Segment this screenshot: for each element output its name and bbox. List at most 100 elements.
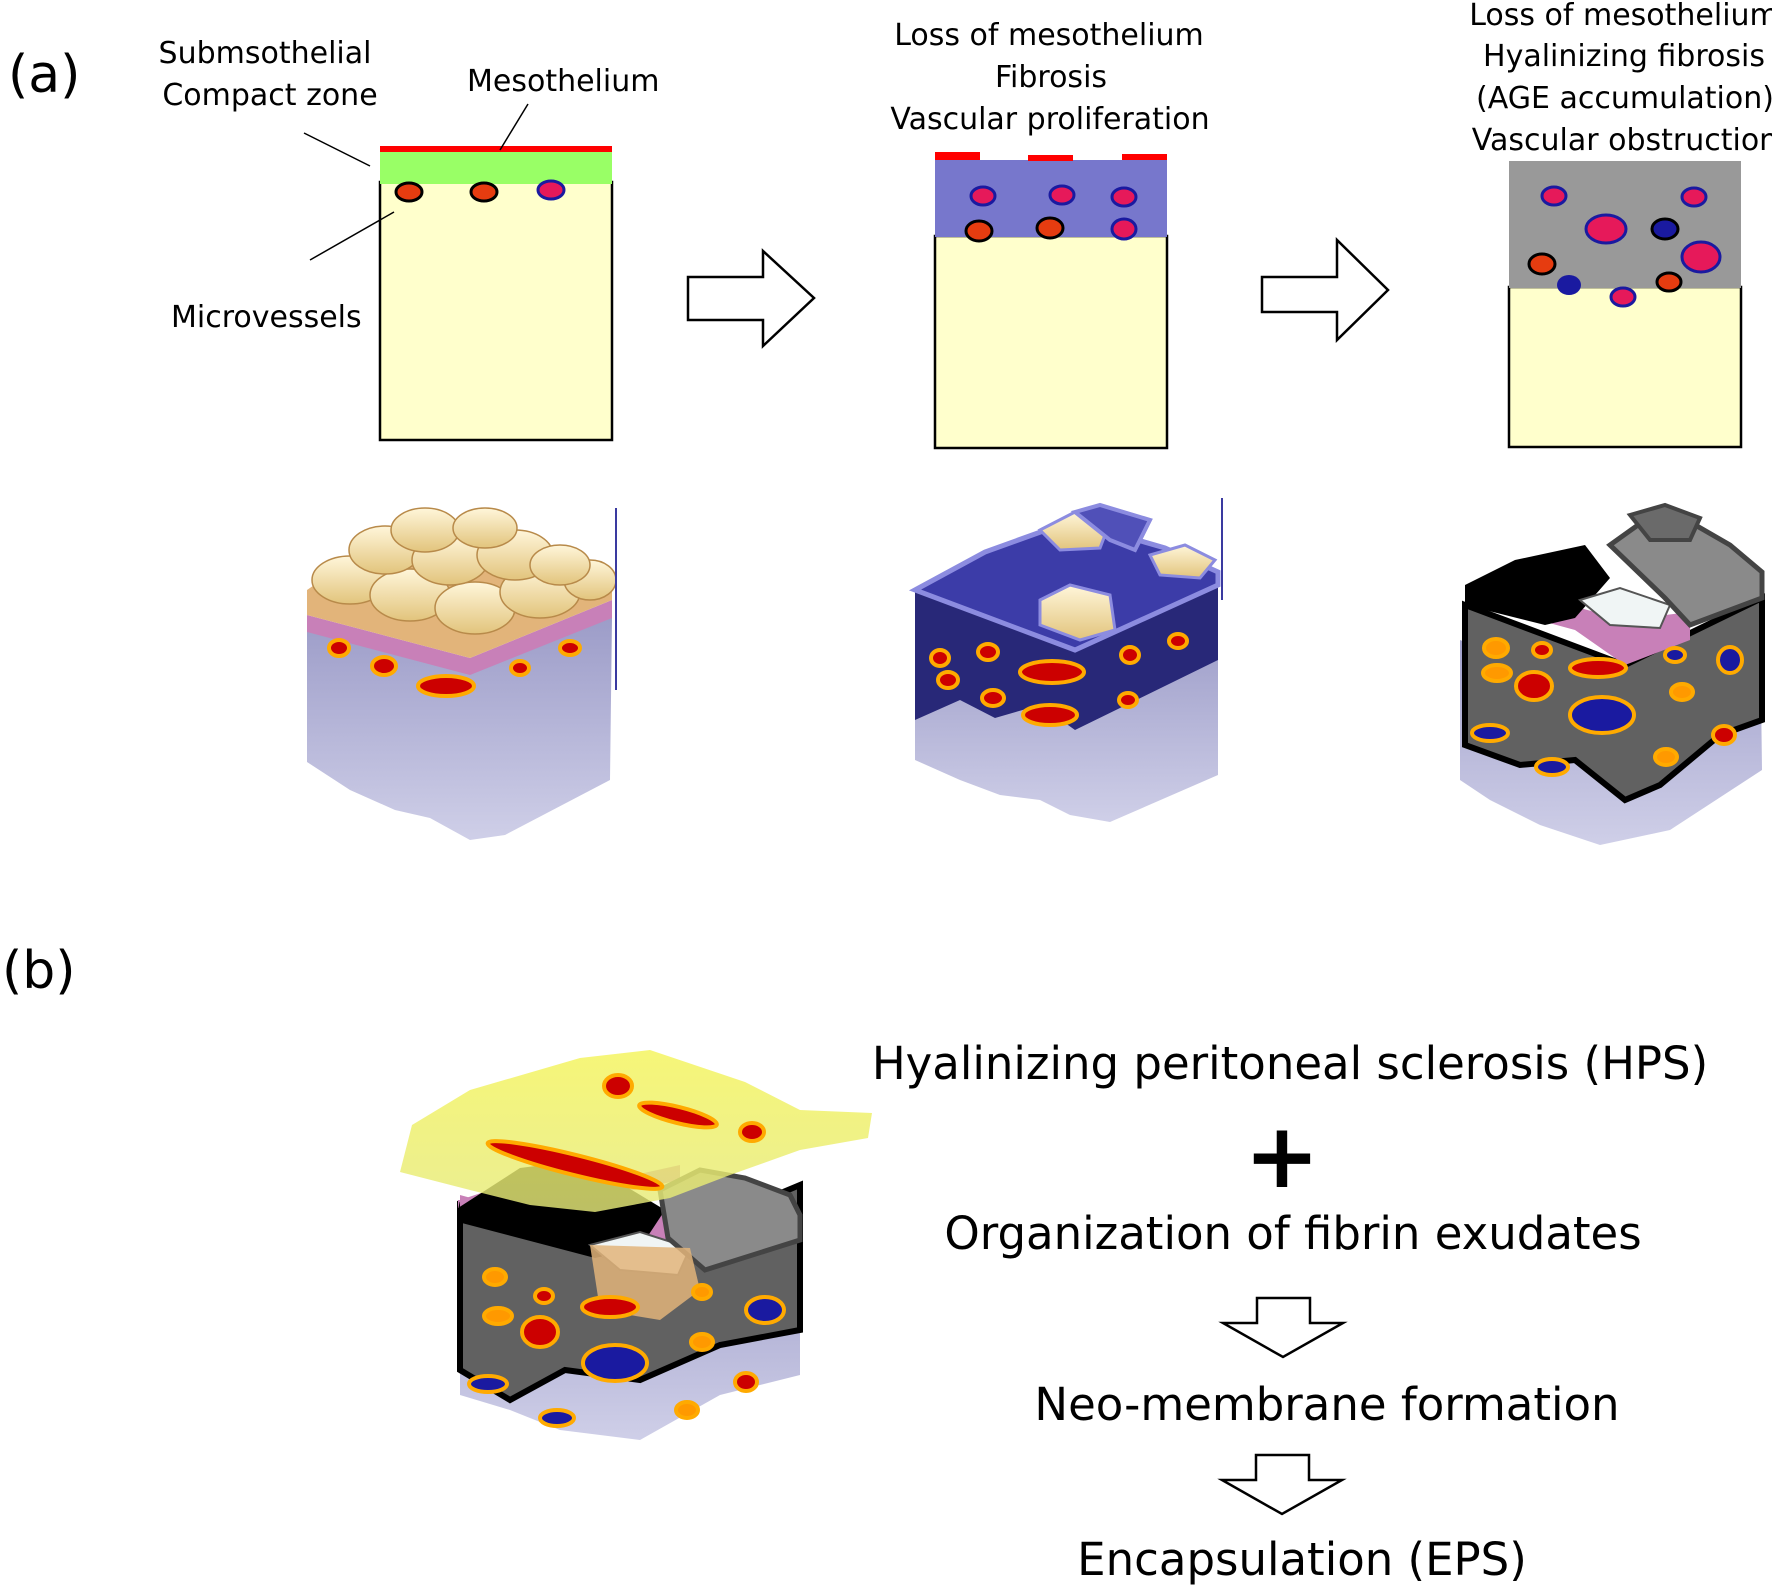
stage-arrow-2 <box>1260 237 1390 343</box>
neo-membrane-label: Neo-membrane formation <box>1034 1378 1619 1431</box>
stage3-black-fibrotic-sheet <box>1465 545 1610 625</box>
stage1-3d-vessel <box>370 655 398 677</box>
stage3-3d-illustration <box>1460 502 1765 845</box>
stage3-3d-vessel <box>1534 757 1570 777</box>
stage3-3d-submesothelial-band <box>1465 600 1690 665</box>
fibrin-label: Organization of fibrin exudates <box>944 1207 1641 1260</box>
stage2-mesothelium-fragment <box>1028 155 1073 161</box>
stage2-vessel <box>964 219 994 243</box>
stage2-vessel <box>1048 184 1076 206</box>
stage1-3d-vessel <box>416 674 476 698</box>
stage1-3d-illustration <box>307 507 617 840</box>
plus-sign: + <box>1244 1104 1319 1209</box>
stage2-mesothelium-fragment <box>1122 154 1167 160</box>
stage3-label-line2: Hyalinizing fibrosis <box>1483 39 1765 74</box>
stage2-vessel <box>1035 216 1065 240</box>
stage2-label-line2: Fibrosis <box>995 60 1107 95</box>
stage2-3d-vessel <box>1117 691 1139 709</box>
stage3-tissue-block <box>1507 285 1743 449</box>
panel-b-3d-vessel <box>689 1332 715 1352</box>
stage3-vessel <box>1527 252 1557 276</box>
stage2-schematic <box>933 152 1169 450</box>
stage3-schematic <box>1507 161 1743 449</box>
panel-b-letter: (b) <box>2 941 76 1001</box>
stage1-3d-vessel <box>558 639 582 657</box>
panel-b-3d-vessel <box>581 1343 649 1383</box>
mesothelium-label: Mesothelium <box>467 64 659 99</box>
panel-b-3d-vessel <box>467 1374 509 1394</box>
stage1-3d-vessel <box>509 659 531 677</box>
stage1-schematic <box>303 103 614 442</box>
stage2-3d-vessel <box>980 688 1006 708</box>
eps-label: Encapsulation (EPS) <box>1077 1533 1527 1586</box>
submesothelial-label-line1: Submsothelial <box>159 36 372 71</box>
stage3-3d-vessel <box>1531 641 1553 659</box>
neo-membrane <box>400 1050 872 1212</box>
panel-a-letter: (a) <box>8 45 80 105</box>
stage3-label-line1: Loss of mesothelium <box>1469 0 1772 33</box>
stage2-3d-vessel <box>976 642 1000 662</box>
stage1-vessel <box>394 181 424 203</box>
stage3-3d-vessel <box>1663 646 1687 664</box>
stage1-tissue-block <box>378 180 614 442</box>
stage3-vessel <box>1650 217 1680 241</box>
stage3-exposed-surface <box>1577 586 1672 630</box>
stage2-mesothelium-fragment <box>935 152 980 160</box>
stage2-label-line3: Vascular proliferation <box>890 102 1209 137</box>
neo-membrane-vessel <box>637 1100 719 1130</box>
stage2-3d-vessel <box>1167 632 1189 650</box>
stage2-3d-vessel <box>1119 645 1141 665</box>
stage3-vessel <box>1540 185 1568 207</box>
mesothelial-cell <box>529 544 591 586</box>
panel-b-3d-vessel <box>482 1306 514 1326</box>
stage1-vessel <box>469 181 499 203</box>
stage2-exposed-mesothelial-cell <box>1038 583 1117 642</box>
stage2-3d-vessel <box>1021 703 1079 727</box>
stage3-3d-vessel <box>1711 724 1737 746</box>
neo-membrane-vessel <box>602 1073 634 1099</box>
stage3-vessel <box>1557 275 1581 295</box>
panel-b-3d-vessel <box>674 1400 700 1420</box>
stage2-vessel <box>969 185 997 207</box>
stage2-exposed-mesothelial-cell <box>1147 543 1218 580</box>
stage1-compact-zone <box>380 152 612 184</box>
stage2-tissue-block <box>933 234 1169 450</box>
stage3-label-line3: (AGE accumulation) <box>1476 81 1772 116</box>
stage3-gray-fragment <box>1626 502 1703 542</box>
panel-b-3d-vessel <box>691 1283 713 1301</box>
stage1-vessel <box>536 179 566 201</box>
panel-b-3d-vessel <box>733 1371 759 1393</box>
submesothelial-label-line2: Compact zone <box>162 78 377 113</box>
panel-b-band-point <box>458 1200 460 1210</box>
stage3-3d-vessel <box>1669 682 1695 702</box>
stage3-3d-vessel <box>1653 747 1679 767</box>
panel-b-3d-vessel <box>538 1408 576 1428</box>
stage2-3d-vessel <box>936 670 960 690</box>
stage1-mesothelium-layer <box>380 146 612 152</box>
mesothelium-leader-line <box>499 103 529 151</box>
flow-arrow-down-1 <box>1218 1296 1348 1359</box>
mesothelial-cell <box>390 507 460 553</box>
stage3-3d-vessel <box>1514 670 1554 702</box>
stage-arrow-1 <box>686 248 816 349</box>
stage2-label-line1: Loss of mesothelium <box>894 18 1204 53</box>
stage3-3d-vessel <box>1568 657 1628 679</box>
stage3-3d-vessel <box>1481 663 1513 683</box>
microvessels-label: Microvessels <box>171 300 362 335</box>
stage2-3d-illustration <box>908 498 1223 822</box>
microvessels-leader-line <box>309 211 395 261</box>
compact-zone-leader-line <box>303 132 371 167</box>
stage2-3d-vessel <box>929 648 951 668</box>
panel-b-3d-illustration <box>400 1050 872 1440</box>
neo-membrane-vessel <box>738 1121 766 1143</box>
flow-arrow-down-2 <box>1217 1453 1347 1516</box>
stage3-vessel <box>1584 213 1628 245</box>
panel-b-3d-vessel <box>744 1295 786 1325</box>
hps-label: Hyalinizing peritoneal sclerosis (HPS) <box>872 1037 1708 1090</box>
panel-b-3d-vessel <box>580 1295 640 1319</box>
stage3-3d-vessel <box>1470 723 1510 743</box>
stage2-vessel <box>1110 217 1138 241</box>
stage3-label-line4: Vascular obstruction <box>1472 123 1772 158</box>
